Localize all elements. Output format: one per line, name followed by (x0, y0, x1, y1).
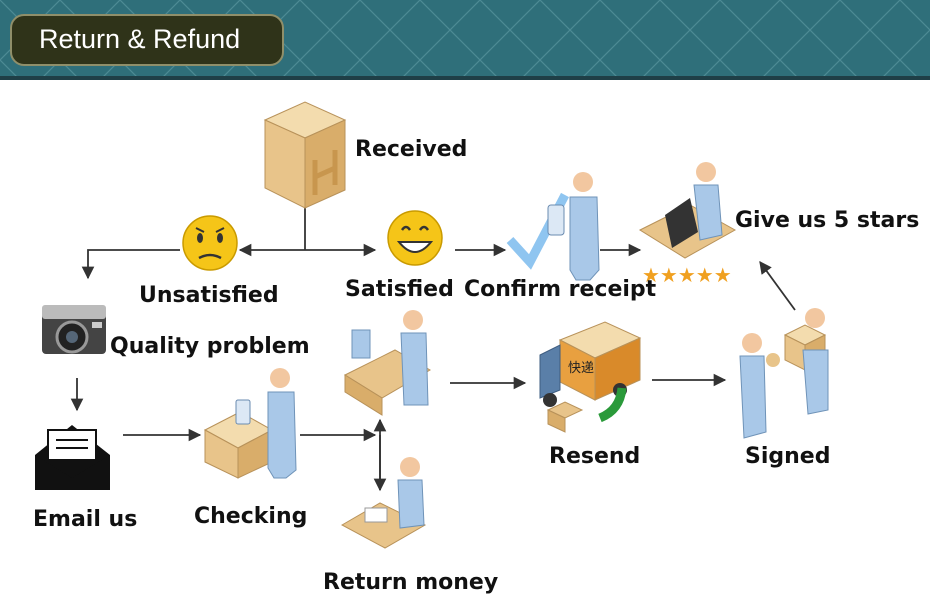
label-unsatisfied: Unsatisfied (139, 283, 279, 308)
checking-illustration (205, 368, 296, 478)
camera-icon (42, 305, 106, 354)
header-banner: Return & Refund (0, 0, 930, 80)
label-signed: Signed (745, 444, 830, 469)
happy-face-icon (388, 211, 442, 265)
cardboard-box-icon (265, 102, 345, 208)
label-checking: Checking (194, 504, 307, 529)
return-money-illustration (342, 457, 425, 548)
page-title: Return & Refund (39, 24, 240, 55)
label-quality-problem: Quality problem (110, 334, 310, 359)
label-return-money: Return money (323, 570, 498, 595)
label-give-stars: Give us 5 stars (735, 208, 919, 233)
computer-desk-illustration (640, 162, 735, 258)
envelope-icon (35, 425, 110, 490)
confirm-receipt-illustration (510, 172, 599, 280)
truck-box-label: 快递 (568, 361, 594, 376)
label-received: Received (355, 137, 467, 162)
label-satisfied: Satisfied (345, 277, 454, 302)
title-box: Return & Refund (10, 14, 284, 66)
arrow-signed-stars (760, 262, 795, 310)
conveyor-illustration (345, 310, 430, 415)
label-confirm-receipt: Confirm receipt (464, 277, 656, 302)
label-email-us: Email us (33, 507, 137, 532)
label-resend: Resend (549, 444, 640, 469)
delivery-truck-icon: 快递 (540, 322, 640, 432)
arrow-unsatisfied-camera (88, 250, 180, 278)
sad-face-icon (183, 216, 237, 270)
signed-illustration (740, 308, 828, 438)
